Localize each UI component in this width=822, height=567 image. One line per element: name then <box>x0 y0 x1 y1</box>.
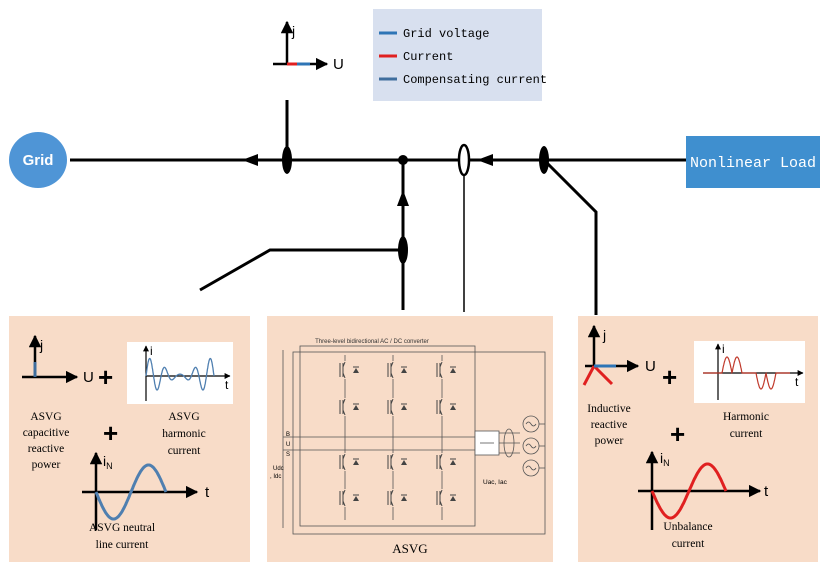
igbt-switch-2 <box>336 398 362 416</box>
igbt-switch-11 <box>433 453 459 471</box>
legend-label-current: Current <box>403 50 453 64</box>
grid-label: Grid <box>23 152 54 169</box>
left-harmonic-wave <box>145 357 215 391</box>
igbt-switch-3 <box>336 453 362 471</box>
igbt-switch-1 <box>336 361 362 379</box>
left-phasor-j-label: j <box>39 337 43 353</box>
top-phasor: j U <box>273 20 344 160</box>
right-phasor-current-vector <box>592 364 614 386</box>
right-ind-label-1: Inductive <box>587 403 630 415</box>
ct-sensor-ring <box>457 143 471 177</box>
ac-source-symbols <box>525 421 537 471</box>
switch-array <box>336 355 459 520</box>
left-harm-label-1: ASVG <box>168 411 199 423</box>
legend-label-compensating-current: Compensating current <box>403 73 547 87</box>
top-phasor-u-label: U <box>333 56 344 73</box>
right-unbalance-wave <box>650 462 728 520</box>
left-harmonic-plot-box <box>127 342 233 404</box>
igbt-switch-5 <box>384 361 410 379</box>
left-harm-label-3: current <box>168 445 201 457</box>
left-cap-label-3: reactive <box>28 443 64 455</box>
top-phasor-j-label: j <box>291 23 295 39</box>
igbt-switch-9 <box>433 361 459 379</box>
grid-node <box>9 132 67 188</box>
left-signal-line <box>199 248 403 292</box>
right-signal-line <box>542 158 598 315</box>
right-phasor-j-label: j <box>602 327 606 343</box>
left-panel-content: j U + i t ASVG capacitive reactive power… <box>22 334 233 551</box>
bus-arrow-left <box>242 154 258 166</box>
bus-label-b: B <box>286 432 290 438</box>
right-ind-label-2: reactive <box>591 419 627 431</box>
left-phasor-u-label: U <box>83 369 94 386</box>
main-bus <box>70 143 686 177</box>
right-harm-label-1: Harmonic <box>723 411 769 423</box>
center-panel <box>267 316 553 562</box>
igbt-switch-10 <box>433 398 459 416</box>
left-cap-label-2: capacitive <box>23 427 70 439</box>
igbt-switch-6 <box>384 398 410 416</box>
right-phasor-current-vector-2 <box>582 365 596 386</box>
left-neutral-label-2: line current <box>96 539 149 551</box>
right-harmonic-i-label: i <box>722 342 725 356</box>
igbt-switch-8 <box>384 489 410 507</box>
right-harmonic-plot-box <box>694 341 805 403</box>
right-panel-content: j U + i t Inductive reactive power Harmo… <box>582 324 805 550</box>
right-harmonic-wave <box>703 356 790 390</box>
right-unbalance-i-label: iN <box>660 450 670 468</box>
right-phasor-u-label: U <box>645 358 656 375</box>
left-harm-label-2: harmonic <box>162 428 205 440</box>
left-harmonic-t-label: t <box>225 378 229 392</box>
left-plus-2: + <box>103 418 118 448</box>
left-neutral-t-label: t <box>205 484 210 501</box>
udc-label-1: Udc <box>273 466 284 472</box>
right-unb-label-1: Unbalance <box>663 521 712 533</box>
igbt-switch-4 <box>336 489 362 507</box>
left-neutral-i-label: iN <box>103 453 113 471</box>
converter-title: Three-level bidirectional AC / DC conver… <box>315 339 429 345</box>
right-plus-1: + <box>662 362 677 392</box>
ac-ct-ellipse <box>503 428 515 458</box>
right-harmonic-t-label: t <box>795 375 799 389</box>
legend-label-grid-voltage: Grid voltage <box>403 27 489 41</box>
legend: Grid voltage Current Compensating curren… <box>373 9 547 101</box>
left-cap-label-1: ASVG <box>30 411 61 423</box>
left-cap-label-4: power <box>32 459 61 471</box>
left-harmonic-i-label: i <box>150 344 153 358</box>
nonlinear-load-label: Nonlinear Load <box>690 155 816 172</box>
right-plus-2: + <box>670 419 685 449</box>
igbt-switch-7 <box>384 453 410 471</box>
converter-outer-frame <box>292 351 546 535</box>
right-unbalance-t-label: t <box>764 483 769 500</box>
right-harm-label-2: current <box>730 428 763 440</box>
igbt-switch-12 <box>433 489 459 507</box>
asvg-branch-arrow <box>397 190 409 206</box>
bus-label-s: S <box>286 452 290 458</box>
right-unb-label-2: current <box>672 538 705 550</box>
current-sensor-grid <box>282 146 292 174</box>
left-neutral-label-1: ASVG neutral <box>89 522 155 534</box>
bus-arrow-middle <box>477 154 493 166</box>
bus-label-u: U <box>286 442 290 448</box>
center-panel-content: Three-level bidirectional AC / DC conver… <box>270 339 546 556</box>
nonlinear-load-box <box>686 136 820 188</box>
asvg-label: ASVG <box>392 541 427 556</box>
left-neutral-wave <box>94 463 168 521</box>
udc-label-2: , Idc <box>270 474 281 480</box>
left-plus-1: + <box>98 362 113 392</box>
right-ind-label-3: power <box>595 435 624 447</box>
uac-label: Uac, Iac <box>483 479 508 486</box>
legend-box <box>373 9 542 101</box>
